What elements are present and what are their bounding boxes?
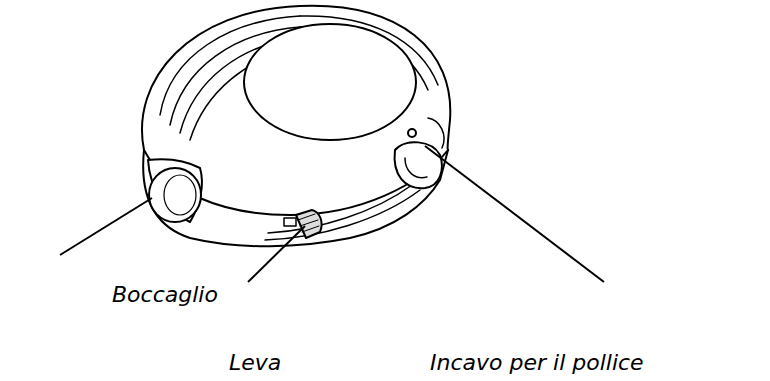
- part-label: Incavo per il pollice: [430, 350, 644, 376]
- part-label: Boccaglio: [112, 282, 218, 308]
- part-label: Leva: [229, 350, 281, 376]
